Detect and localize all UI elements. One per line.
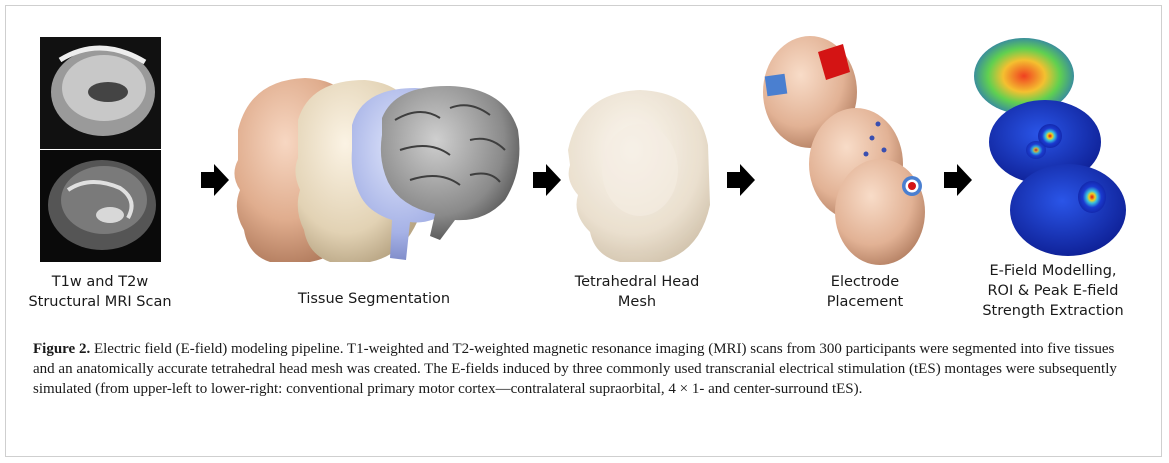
brain-efield-image (974, 38, 1126, 256)
stage-label-mesh: Tetrahedral Head Mesh (562, 272, 712, 312)
electrode-heads-image (763, 36, 925, 265)
arrow-right-icon (944, 164, 972, 196)
arrow-right-icon (533, 164, 561, 196)
tissue-segmentation-image (234, 78, 519, 262)
stage-label-mri: T1w and T2w Structural MRI Scan (20, 272, 180, 312)
stage-label-segmentation: Tissue Segmentation (279, 289, 469, 309)
head-mesh-image (568, 90, 710, 262)
stage-label-electrode: Electrode Placement (800, 272, 930, 312)
caption-text: Electric field (E-field) modeling pipeli… (33, 341, 1117, 397)
caption-label: Figure 2. (33, 341, 90, 357)
figure-caption: Figure 2. Electric field (E-field) model… (33, 339, 1123, 399)
mri-scan-image (40, 37, 161, 262)
stage-label-efield: E-Field Modelling, ROI & Peak E-field St… (958, 261, 1148, 321)
arrow-right-icon (201, 164, 229, 196)
arrow-right-icon (727, 164, 755, 196)
